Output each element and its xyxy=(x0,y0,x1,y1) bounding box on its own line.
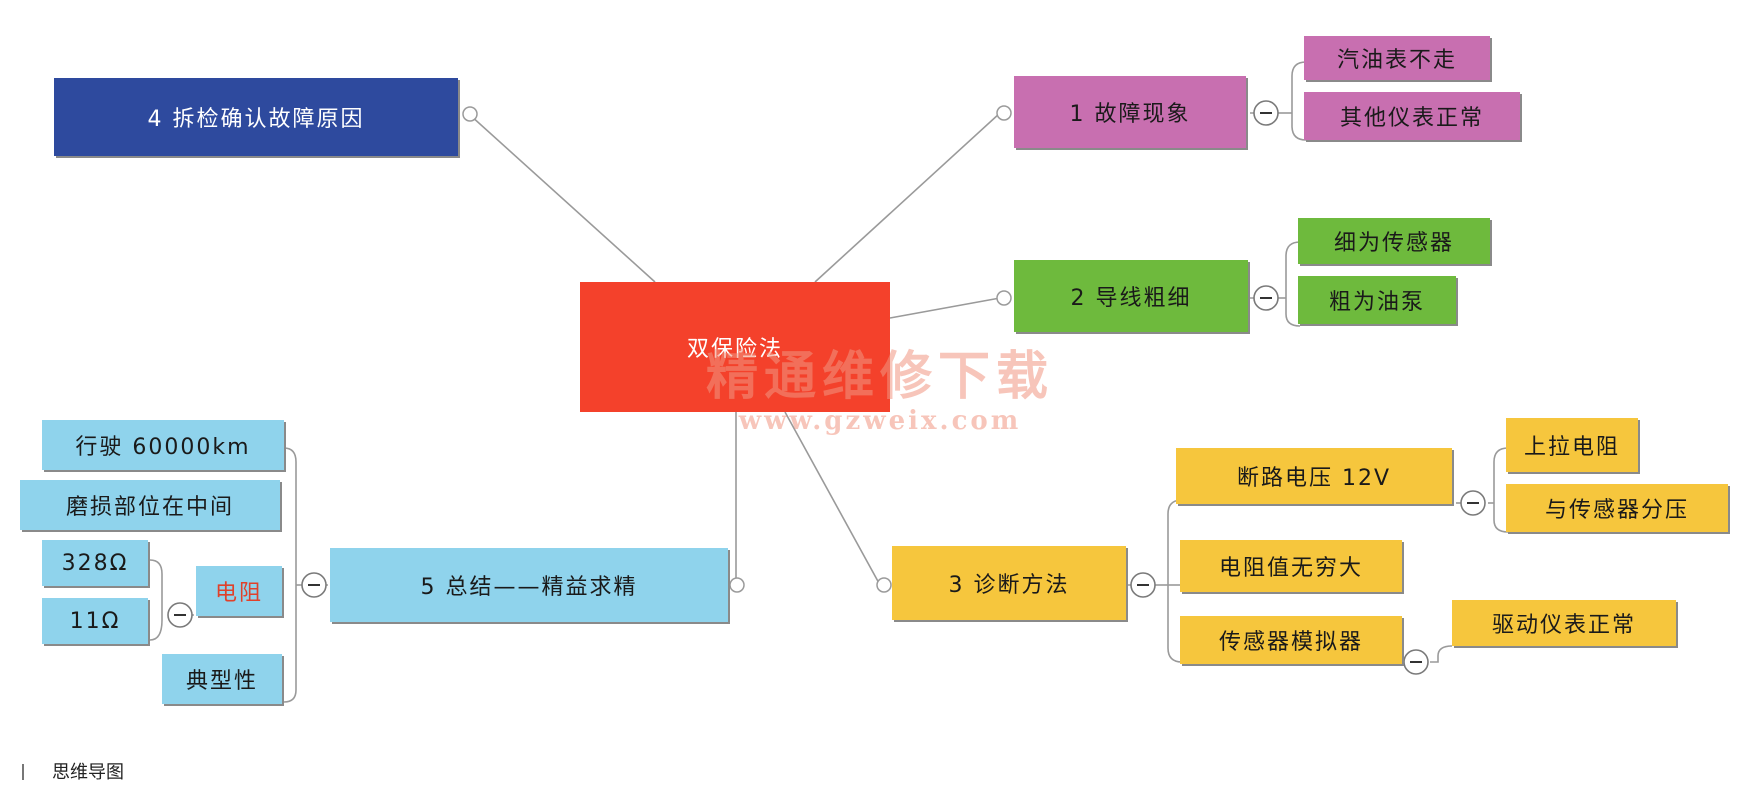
branch5-child-typical[interactable]: 典型性 xyxy=(162,654,282,704)
branch3-sub1-child-2[interactable]: 与传感器分压 xyxy=(1506,484,1728,532)
resistance-child-328[interactable]: 328Ω xyxy=(42,540,148,586)
branch3-sub1-node[interactable]: 断路电压 12V xyxy=(1176,448,1452,504)
branch3-sub2-node[interactable]: 电阻值无穷大 xyxy=(1180,540,1402,592)
branch3-sub3-node[interactable]: 传感器模拟器 xyxy=(1180,616,1402,664)
branch4-node[interactable]: 4 拆检确认故障原因 xyxy=(54,78,458,156)
caption-marker xyxy=(22,764,24,780)
resistance-label: 电阻 xyxy=(214,581,263,606)
branch2-node[interactable]: 2 导线粗细 xyxy=(1014,260,1248,332)
branch1-child-2[interactable]: 其他仪表正常 xyxy=(1304,92,1520,140)
branch2-child-1[interactable]: 细为传感器 xyxy=(1298,218,1490,264)
branch5-node[interactable]: 5 总结——精益求精 xyxy=(330,548,728,622)
branch5-child-resistance[interactable]: 电阻 xyxy=(196,566,282,616)
branch5-child-wear[interactable]: 磨损部位在中间 xyxy=(20,480,280,530)
branch3-sub1-child-1[interactable]: 上拉电阻 xyxy=(1506,418,1638,472)
center-node[interactable]: 双保险法 xyxy=(580,282,890,412)
resistance-child-11[interactable]: 11Ω xyxy=(42,598,148,644)
branch5-child-mileage[interactable]: 行驶 60000km xyxy=(42,420,284,470)
branch2-child-2[interactable]: 粗为油泵 xyxy=(1298,276,1456,324)
watermark: 精通维修下载 www.gzweix.com xyxy=(700,346,1060,437)
figure-caption: 思维导图 xyxy=(22,758,124,784)
branch1-node[interactable]: 1 故障现象 xyxy=(1014,76,1246,148)
watermark-title: 精通维修下载 xyxy=(705,346,1054,407)
branch1-child-1[interactable]: 汽油表不走 xyxy=(1304,36,1490,80)
caption-text: 思维导图 xyxy=(52,762,124,783)
branch3-sub3-child-1[interactable]: 驱动仪表正常 xyxy=(1452,600,1676,646)
watermark-url: www.gzweix.com xyxy=(738,406,1022,436)
branch3-node[interactable]: 3 诊断方法 xyxy=(892,546,1126,620)
